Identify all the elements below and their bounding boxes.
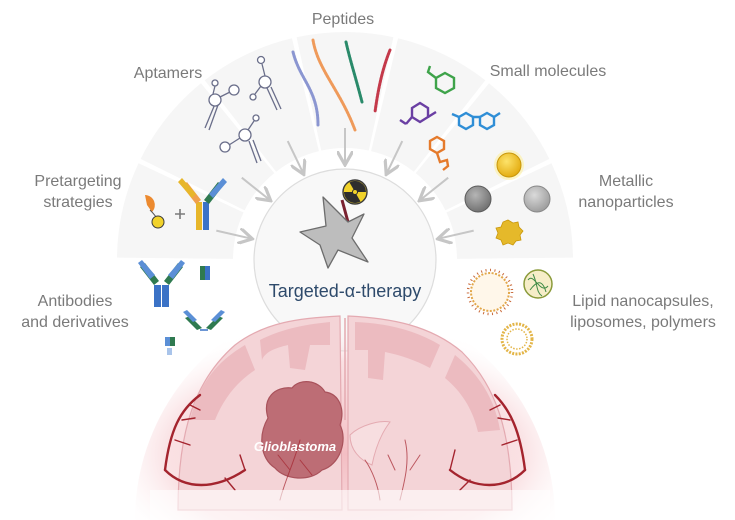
blood-vessels-right	[364, 393, 527, 501]
category-ring	[117, 31, 573, 259]
tumor-mass	[261, 381, 344, 479]
small-molecule-icon	[399, 65, 501, 171]
plus-sign	[175, 209, 185, 219]
peptide-chain-icon	[291, 38, 392, 132]
label-metallic-line-2: nanoparticles	[578, 194, 673, 211]
label-lipid-line-1: Lipid nanocapsules,	[572, 293, 713, 310]
nanoparticle-icon	[464, 150, 551, 246]
ring-segment-metallic	[415, 83, 550, 211]
arrow-small-molecules	[387, 140, 404, 173]
ventricle	[349, 421, 391, 466]
label-pretargeting-line-1: Pretargeting	[34, 173, 121, 190]
brain-cortex-fold-left	[190, 322, 330, 420]
label-peptides: Peptides	[312, 11, 374, 28]
blood-vessels-left	[163, 393, 313, 501]
label-lipid-line-2: liposomes, polymers	[570, 314, 716, 331]
arrow-aptamers	[286, 140, 303, 173]
category-labels: Antibodies and derivatives Pretargeting str…	[21, 11, 716, 331]
arrow-lipid	[440, 231, 474, 239]
liposome-icon	[466, 268, 553, 356]
label-antibodies-line-1: Antibodies	[38, 293, 113, 310]
label-antibodies-line-2: and derivatives	[21, 314, 129, 331]
ring-segment-pretargeting	[140, 83, 275, 211]
bispecific-antibody-icon	[145, 178, 227, 230]
ring-segment-aptamers	[204, 38, 319, 172]
ring-segment-small-molecules	[371, 38, 486, 172]
arrow-antibodies	[216, 231, 250, 239]
aptamer-icon	[204, 55, 282, 164]
arrows	[216, 128, 474, 239]
tumor-label: Glioblastoma	[254, 439, 336, 454]
label-pretargeting-line-2: strategies	[43, 194, 112, 211]
arrow-metallic	[421, 176, 449, 200]
label-metallic-line-1: Metallic	[599, 173, 653, 190]
bottom-fade	[150, 490, 550, 520]
brain-illustration	[135, 300, 555, 520]
antibody-icon	[138, 260, 225, 355]
brain-right-hemisphere	[347, 315, 513, 511]
label-small-molecules: Small molecules	[490, 63, 606, 80]
star-cell-with-radionuclide-icon	[299, 179, 369, 269]
arrow-pretargeting	[241, 176, 269, 200]
center-title: Targeted-α-therapy	[269, 281, 421, 301]
label-aptamers: Aptamers	[134, 65, 202, 82]
brain-cortex-fold-right	[355, 322, 500, 432]
